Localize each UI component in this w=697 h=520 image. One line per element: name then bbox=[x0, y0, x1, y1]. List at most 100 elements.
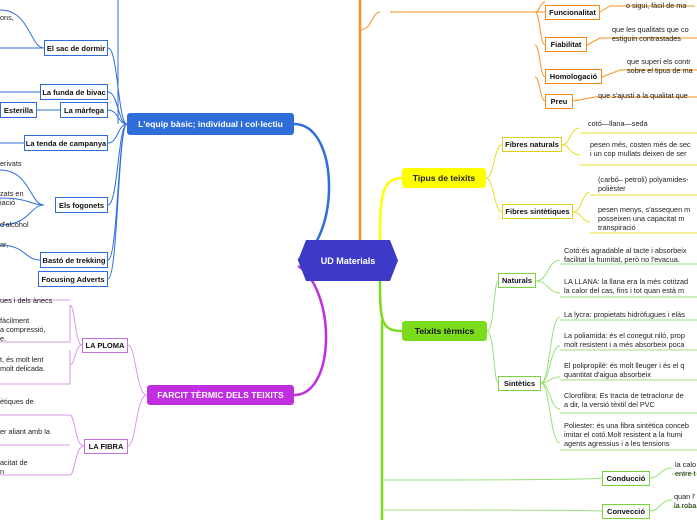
conveccio-desc-2: la roba bbox=[674, 501, 697, 510]
farcit-fragment-6: molt delicada. bbox=[0, 364, 46, 373]
node-la-fibra-label: LA FIBRA bbox=[88, 442, 124, 451]
node-sac-de-dormir[interactable]: El sac de dormir bbox=[44, 40, 108, 56]
node-la-marfega-label: La màrfega bbox=[63, 105, 105, 115]
node-naturals[interactable]: Naturals bbox=[498, 273, 536, 288]
topic-tipus-de-teixits[interactable]: Tipus de teixits bbox=[402, 168, 486, 188]
naturals-item-1-line-1: Cotó:és agradable al tacte i absorbeix bbox=[564, 246, 687, 255]
conduccio-desc-1: la calo bbox=[675, 460, 697, 469]
node-focusing-adverts[interactable]: Focusing Adverts bbox=[38, 271, 108, 287]
node-la-marfega[interactable]: La màrfega bbox=[60, 102, 108, 118]
green-branch bbox=[378, 273, 403, 333]
fibres-naturals-desc-1: cotó—llana—seda bbox=[588, 119, 648, 128]
topic-equip-basic-label: L'equip bàsic; individual i col·lectiu bbox=[138, 119, 283, 129]
node-funda-de-bivac[interactable]: La funda de bivac bbox=[40, 84, 108, 100]
farcit-fragment-10: n bbox=[0, 467, 5, 476]
homologacio-desc-1: que superi els contr bbox=[627, 57, 691, 66]
node-fogonets-label: Els fogonets bbox=[58, 200, 104, 210]
homologacio-desc-2: sobre el tipus de ma bbox=[627, 66, 693, 75]
topic-farcit-termic[interactable]: FARCIT TÈRMIC DELS TEIXITS bbox=[147, 385, 294, 405]
node-funda-de-bivac-label: La funda de bivac bbox=[42, 87, 106, 97]
naturals-item-2-line-1: LA LLANA: la llana era la més cotitzad bbox=[564, 277, 689, 286]
sintetics-polipropile-1: El polipropilè: és molt lleuger i és el … bbox=[564, 361, 685, 370]
fibres-sintetiques-desc-3: pesen menys, s'assequen m bbox=[598, 205, 691, 214]
sintetics-clorofibra-1: Clorofibra: Es tracta de tetraclorur de bbox=[564, 391, 684, 400]
sintetics-polipropile-2: quantitat d'aigua absorbeix bbox=[564, 370, 651, 379]
topic-equip-basic[interactable]: L'equip bàsic; individual i col·lectiu bbox=[127, 113, 294, 135]
equip-fragment-4: iació bbox=[0, 198, 16, 207]
equip-fragment-5: d'alcohol bbox=[0, 220, 29, 229]
node-la-ploma-label: LA PLOMA bbox=[85, 341, 125, 350]
preu-desc-1: que s'ajusti a la qualitat que bbox=[598, 91, 688, 100]
node-tenda-de-campanya-label: La tenda de campanya bbox=[25, 138, 107, 148]
naturals-item-2-line-2: la calor del cas, fins i tot quan està m bbox=[564, 286, 685, 295]
node-la-fibra[interactable]: LA FIBRA bbox=[84, 439, 128, 454]
fiabilitat-desc-1: que les qualitats que co bbox=[612, 25, 689, 34]
central-topic-label: UD Materials bbox=[320, 255, 376, 266]
sintetics-poliester-2: imitar el cotó.Molt resistent a la humi bbox=[564, 430, 683, 439]
fibres-naturals-desc-3: i un cop mullats deixen de ser bbox=[590, 149, 687, 158]
farcit-fragment-8: er aliant amb la bbox=[0, 427, 50, 436]
farcit-fragment-1: ues i dels ànecs bbox=[0, 296, 53, 305]
topic-teixits-termics-label: Teixits tèrmics bbox=[414, 326, 475, 336]
purple-branch bbox=[293, 264, 328, 397]
sintetics-poliester-1: Poliester: és una fibra sintètica conceb bbox=[564, 421, 689, 430]
node-basto-de-trekking-label: Bastó de trekking bbox=[42, 255, 106, 265]
farcit-fragment-4: e. bbox=[0, 334, 7, 343]
node-fibres-naturals[interactable]: Fibres naturals bbox=[502, 137, 562, 152]
node-homologacio-label: Homologació bbox=[549, 72, 598, 81]
farcit-fragment-2: fàcilment bbox=[0, 316, 30, 325]
sintetics-poliester-3: agents agressius i a les tensions bbox=[564, 439, 670, 448]
fibres-sintetiques-desc-4: posseixen una capacitat m bbox=[598, 214, 685, 223]
node-basto-de-trekking[interactable]: Bastó de trekking bbox=[40, 252, 108, 268]
node-funcionalitat[interactable]: Funcionalitat bbox=[545, 5, 600, 20]
topic-farcit-termic-label: FARCIT TÈRMIC DELS TEIXITS bbox=[157, 390, 284, 400]
funcionalitat-desc-1: o sigui, fàcil de ma bbox=[626, 1, 687, 10]
node-conveccio[interactable]: Convecció bbox=[602, 504, 650, 519]
farcit-fragment-7: ètiques de bbox=[0, 397, 34, 406]
node-fogonets[interactable]: Els fogonets bbox=[55, 197, 108, 213]
node-sintetics-label: Sintètics bbox=[503, 379, 536, 388]
node-homologacio[interactable]: Homologació bbox=[545, 69, 602, 84]
central-topic-shape bbox=[298, 240, 398, 281]
sintetics-poliamida-2: molt resistent i a més absorbeix poca bbox=[564, 340, 685, 349]
equip-fragment-2: erivats bbox=[0, 159, 22, 168]
node-focusing-adverts-label: Focusing Adverts bbox=[41, 274, 105, 284]
node-tenda-de-campanya[interactable]: La tenda de campanya bbox=[24, 135, 108, 151]
node-conveccio-label: Convecció bbox=[607, 507, 645, 516]
node-funcionalitat-label: Funcionalitat bbox=[549, 8, 596, 17]
conveccio-desc-1: quan l' bbox=[674, 492, 696, 501]
fibres-sintetiques-desc-2: polièster bbox=[598, 184, 626, 193]
topic-tipus-de-teixits-label: Tipus de teixits bbox=[412, 173, 476, 183]
node-sac-de-dormir-label: El sac de dormir bbox=[46, 43, 106, 53]
topic-teixits-termics[interactable]: Teixits tèrmics bbox=[402, 321, 487, 341]
conduccio-desc-2: entre t bbox=[675, 469, 696, 478]
equip-fragment-6: ar, bbox=[0, 240, 9, 249]
farcit-fragment-3: a compressió, bbox=[0, 325, 46, 334]
farcit-fragment-9: acitat de bbox=[0, 458, 28, 467]
node-fiabilitat-label: Fiabilitat bbox=[550, 40, 582, 49]
node-conduccio-label: Conducció bbox=[606, 474, 646, 483]
node-esterilla-label: Esterilla bbox=[3, 105, 34, 115]
node-fibres-naturals-label: Fibres naturals bbox=[505, 140, 559, 149]
fibres-naturals-desc-2: pesen més, costen més de sec bbox=[590, 140, 691, 149]
naturals-item-1-line-2: facilitat la humitat, però no l'evacua. bbox=[564, 255, 680, 264]
node-sintetics[interactable]: Sintètics bbox=[498, 376, 541, 391]
sintetics-lycra: La lycra: propietats hidròfugues i elàs bbox=[564, 310, 685, 319]
node-esterilla[interactable]: Esterilla bbox=[0, 102, 37, 118]
fibres-sintetiques-desc-1: (carbó– petroli) polyamides- bbox=[598, 175, 689, 184]
yellow-branch bbox=[378, 176, 403, 249]
node-naturals-label: Naturals bbox=[501, 276, 532, 285]
fibres-sintetiques-desc-5: transpiració bbox=[598, 223, 636, 232]
central-topic[interactable]: UD Materials bbox=[298, 240, 398, 281]
node-conduccio[interactable]: Conducció bbox=[602, 471, 650, 486]
equip-fragment-1: ons, bbox=[0, 13, 14, 22]
node-fibres-sintetiques[interactable]: Fibres sintètiques bbox=[502, 204, 573, 219]
node-fiabilitat[interactable]: Fiabilitat bbox=[545, 37, 587, 52]
node-preu-label: Preu bbox=[550, 97, 568, 106]
node-fibres-sintetiques-label: Fibres sintètiques bbox=[505, 207, 570, 216]
node-preu[interactable]: Preu bbox=[545, 94, 573, 109]
fiabilitat-desc-2: estiguin contrastades bbox=[612, 34, 681, 43]
node-la-ploma[interactable]: LA PLOMA bbox=[82, 338, 128, 353]
equip-fragment-3: zats en bbox=[0, 189, 24, 198]
